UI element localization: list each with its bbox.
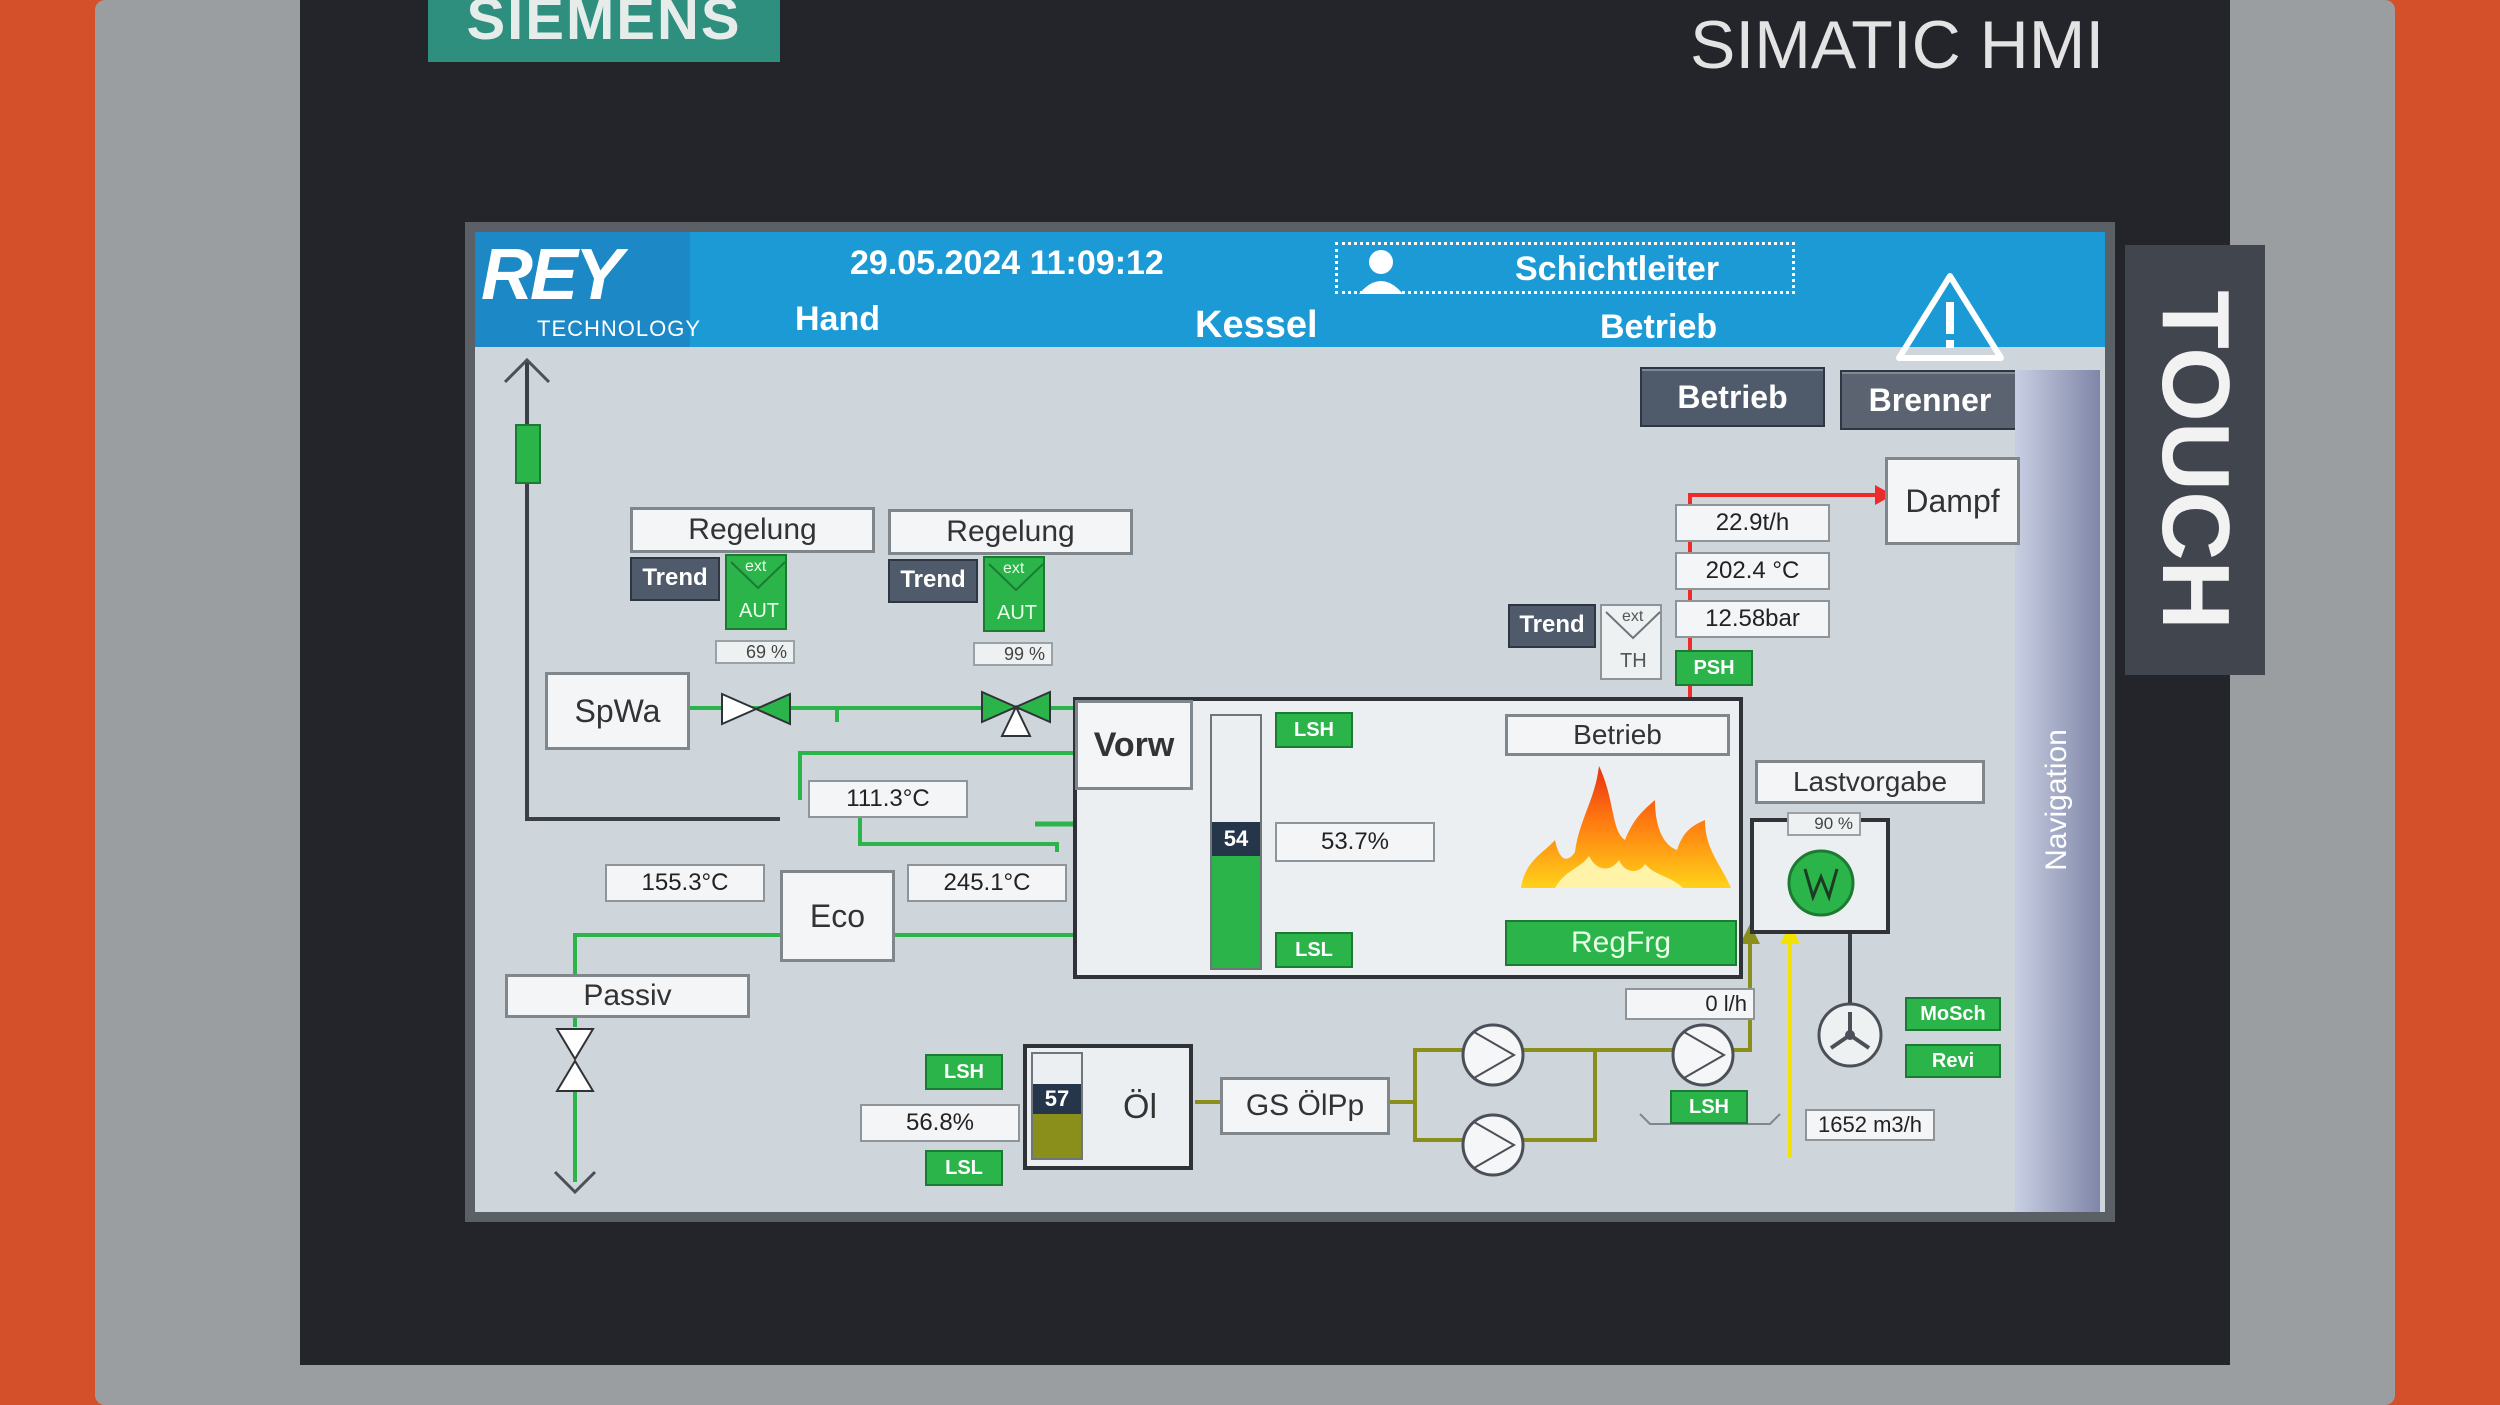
product-label: SIMATIC HMI	[1690, 7, 2105, 83]
oil-pump-button[interactable]: GS ÖlPp	[1220, 1077, 1390, 1135]
stack-damper[interactable]	[515, 424, 541, 484]
user-icon	[1359, 250, 1403, 294]
eco-button[interactable]: Eco	[780, 870, 895, 962]
regelung-1-button[interactable]: Regelung	[630, 507, 875, 553]
brand-logo: SIEMENS	[428, 0, 780, 62]
air-flow-display: 1652 m3/h	[1805, 1109, 1935, 1141]
boiler-lsh-indicator: LSH	[1275, 712, 1353, 748]
temp-111-display: 111.3°C	[808, 780, 968, 818]
fan-icon[interactable]	[1815, 1000, 1885, 1070]
vorw-button[interactable]: Vorw	[1075, 700, 1193, 790]
boiler-lsl-indicator: LSL	[1275, 932, 1353, 968]
state-label: Betrieb	[1600, 308, 1718, 346]
oil-label: Öl	[1123, 1088, 1157, 1126]
navigation-label: Navigation	[2040, 729, 2073, 871]
oil-level-pct: 56.8%	[860, 1104, 1020, 1142]
boiler-level-value: 54	[1212, 822, 1260, 856]
rey-logo: REY TECHNOLOGY	[475, 232, 700, 347]
oil-level-gauge: 57	[1031, 1052, 1083, 1160]
oil-level-value: 57	[1033, 1084, 1081, 1114]
controller-2-mode-text: AUT	[997, 602, 1037, 624]
flame-icon	[1521, 766, 1731, 888]
burner-motor-icon[interactable]	[1785, 847, 1857, 919]
dampf-button[interactable]: Dampf	[1885, 457, 2020, 545]
oil-lsl-indicator: LSL	[925, 1150, 1003, 1186]
mosch-indicator: MoSch	[1905, 997, 2001, 1031]
lastvorgabe-button[interactable]: Lastvorgabe	[1755, 760, 1985, 804]
controller-1-output: 69 %	[715, 640, 795, 664]
controller-2-mode[interactable]: ext AUT	[983, 556, 1045, 632]
controller-2-output: 99 %	[973, 642, 1053, 666]
user-login-field[interactable]	[1335, 242, 1795, 294]
feed-valve-1-icon[interactable]	[720, 692, 792, 726]
mode-label: Hand	[795, 300, 880, 338]
steam-pressure-display: 12.58bar	[1675, 600, 1830, 638]
betrieb-button[interactable]: Betrieb	[1640, 367, 1825, 427]
logo-sub-text: TECHNOLOGY	[537, 316, 702, 341]
steam-temp-display: 202.4 °C	[1675, 552, 1830, 590]
touch-text: TOUCH	[2142, 290, 2249, 630]
steam-ext-label: ext	[1622, 608, 1644, 625]
valve-status-icon	[730, 561, 786, 590]
steam-th-indicator[interactable]: ext TH	[1600, 604, 1662, 680]
valve-status-icon	[988, 563, 1044, 592]
steam-flow-display: 22.9t/h	[1675, 504, 1830, 542]
burner-load-pct: 90 %	[1787, 812, 1861, 836]
oil-lsh-indicator: LSH	[925, 1054, 1003, 1090]
datetime: 29.05.2024 11:09:12	[850, 244, 1164, 282]
controller-2-ext: ext	[1003, 560, 1025, 577]
brenner-button[interactable]: Brenner	[1840, 370, 2020, 430]
hmi-screen: REY TECHNOLOGY 29.05.2024 11:09:12 Schic…	[465, 222, 2115, 1222]
controller-1-mode[interactable]: ext AUT	[725, 554, 787, 630]
header-bar	[475, 232, 2105, 347]
oil-flow-display: 0 l/h	[1625, 988, 1755, 1020]
trend-2-button[interactable]: Trend	[888, 559, 978, 603]
controller-1-mode-text: AUT	[739, 600, 779, 622]
temp-245-display: 245.1°C	[907, 864, 1067, 902]
logo-main-text: REY	[481, 235, 623, 315]
user-name: Schichtleiter	[1515, 250, 1720, 288]
passiv-button[interactable]: Passiv	[505, 974, 750, 1018]
revi-indicator: Revi	[1905, 1044, 2001, 1078]
temp-155-display: 155.3°C	[605, 864, 765, 902]
spwa-button[interactable]: SpWa	[545, 672, 690, 750]
burner-lsh-indicator: LSH	[1670, 1090, 1748, 1124]
boiler-status: Betrieb	[1505, 714, 1730, 756]
oil-pump-2-icon[interactable]	[1460, 1112, 1526, 1178]
navigation-panel[interactable]: Navigation	[2015, 370, 2100, 1212]
regfrg-button[interactable]: RegFrg	[1505, 920, 1737, 966]
boiler-level-pct: 53.7%	[1275, 822, 1435, 862]
controller-1-ext: ext	[745, 558, 767, 575]
oil-pump-1-icon[interactable]	[1460, 1022, 1526, 1088]
boiler-level-gauge: 54	[1210, 714, 1262, 970]
steam-psh-indicator: PSH	[1675, 650, 1753, 686]
feed-valve-2-icon[interactable]	[980, 690, 1052, 750]
trend-1-button[interactable]: Trend	[630, 557, 720, 601]
steam-trend-button[interactable]: Trend	[1508, 604, 1596, 648]
steam-th-label: TH	[1620, 650, 1647, 672]
regelung-2-button[interactable]: Regelung	[888, 509, 1133, 555]
oil-burner-pump-icon[interactable]	[1670, 1022, 1736, 1088]
alarm-warning-icon[interactable]	[1895, 272, 2005, 362]
drain-valve-icon[interactable]	[555, 1027, 595, 1095]
valve-status-icon	[1605, 611, 1661, 640]
touch-label: TOUCH	[2125, 245, 2265, 675]
screen-title: Kessel	[1195, 304, 1318, 346]
